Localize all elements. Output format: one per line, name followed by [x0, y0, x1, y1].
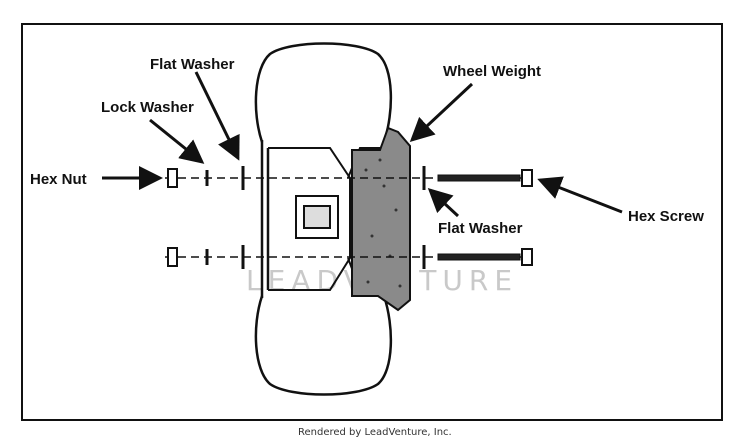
bottom-bolt-assembly [165, 245, 533, 269]
top-hex-nut [167, 168, 178, 188]
top-hex-screw-head [521, 169, 533, 187]
label-hex-nut: Hex Nut [30, 171, 87, 188]
label-wheel-weight: Wheel Weight [443, 63, 541, 80]
label-hex-screw: Hex Screw [628, 208, 704, 225]
bottom-hex-screw-shank [437, 253, 521, 261]
hex-screw-arrow [537, 176, 623, 214]
bottom-hex-nut [167, 247, 178, 267]
label-lock-washer: Lock Washer [101, 99, 194, 116]
lock-washer-arrow [149, 118, 205, 164]
label-flat-washer-bottom: Flat Washer [438, 220, 523, 237]
hub-inner [303, 205, 331, 229]
credit-text: Rendered by LeadVenture, Inc. [298, 427, 452, 438]
top-hex-screw-shank [437, 174, 521, 182]
wheel-weight [351, 126, 411, 312]
tire-top [254, 42, 393, 143]
label-flat-washer-top: Flat Washer [150, 56, 235, 73]
tire [254, 42, 393, 396]
diagram-frame [21, 23, 723, 421]
flat-washer-bottom-arrow [427, 187, 460, 218]
bottom-hex-screw-head [521, 248, 533, 266]
leader-arrows [102, 71, 623, 218]
wheel-weight-arrow [409, 82, 474, 143]
flat-washer-top-arrow [194, 71, 240, 161]
wheel-weight-stipple [364, 158, 402, 288]
tire-bottom [254, 295, 393, 396]
top-bolt-assembly [165, 166, 533, 190]
